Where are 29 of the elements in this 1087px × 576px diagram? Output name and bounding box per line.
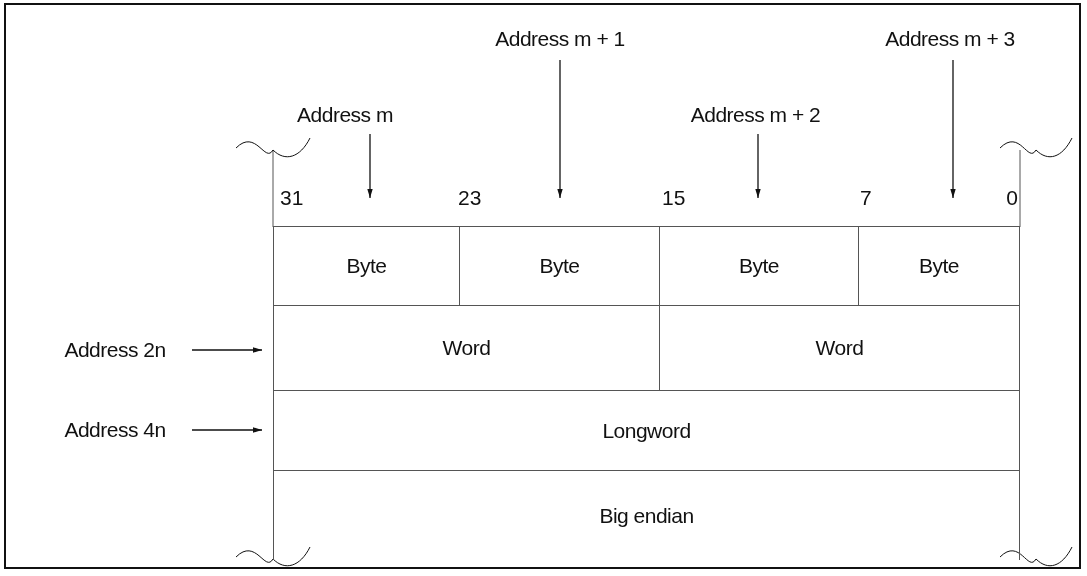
cell-label: Byte [919,254,959,278]
arrow [191,427,263,433]
memory-cell [273,390,1020,471]
address-label: Address m + 1 [495,27,625,51]
cell-label: Word [815,336,864,360]
memory-cell [273,226,460,306]
address-label: Address m [297,103,393,127]
cell-label: Longword [602,418,691,443]
memory-cell [858,226,1020,306]
cell-label: Byte [739,254,779,278]
bit-number: 15 [662,186,686,210]
bit-number: 7 [860,186,872,210]
arrow [950,59,956,199]
address-label: Address m + 2 [690,103,821,127]
cell-label: Big endian [599,503,694,528]
arrow [367,133,373,199]
arrow [191,347,263,353]
arrow [557,59,563,199]
cell-label: Byte [346,254,387,278]
cell-label: Byte [539,254,580,278]
bit-number: 23 [458,186,482,210]
arrow [755,133,761,199]
cell-label: Word [442,336,491,360]
address-label: Address 4n [64,418,166,442]
memory-band [273,470,1020,560]
bit-number: 31 [280,186,304,210]
address-label: Address 2n [64,338,166,362]
bit-number: 0 [1006,186,1018,210]
address-label: Address m + 3 [885,27,1015,51]
